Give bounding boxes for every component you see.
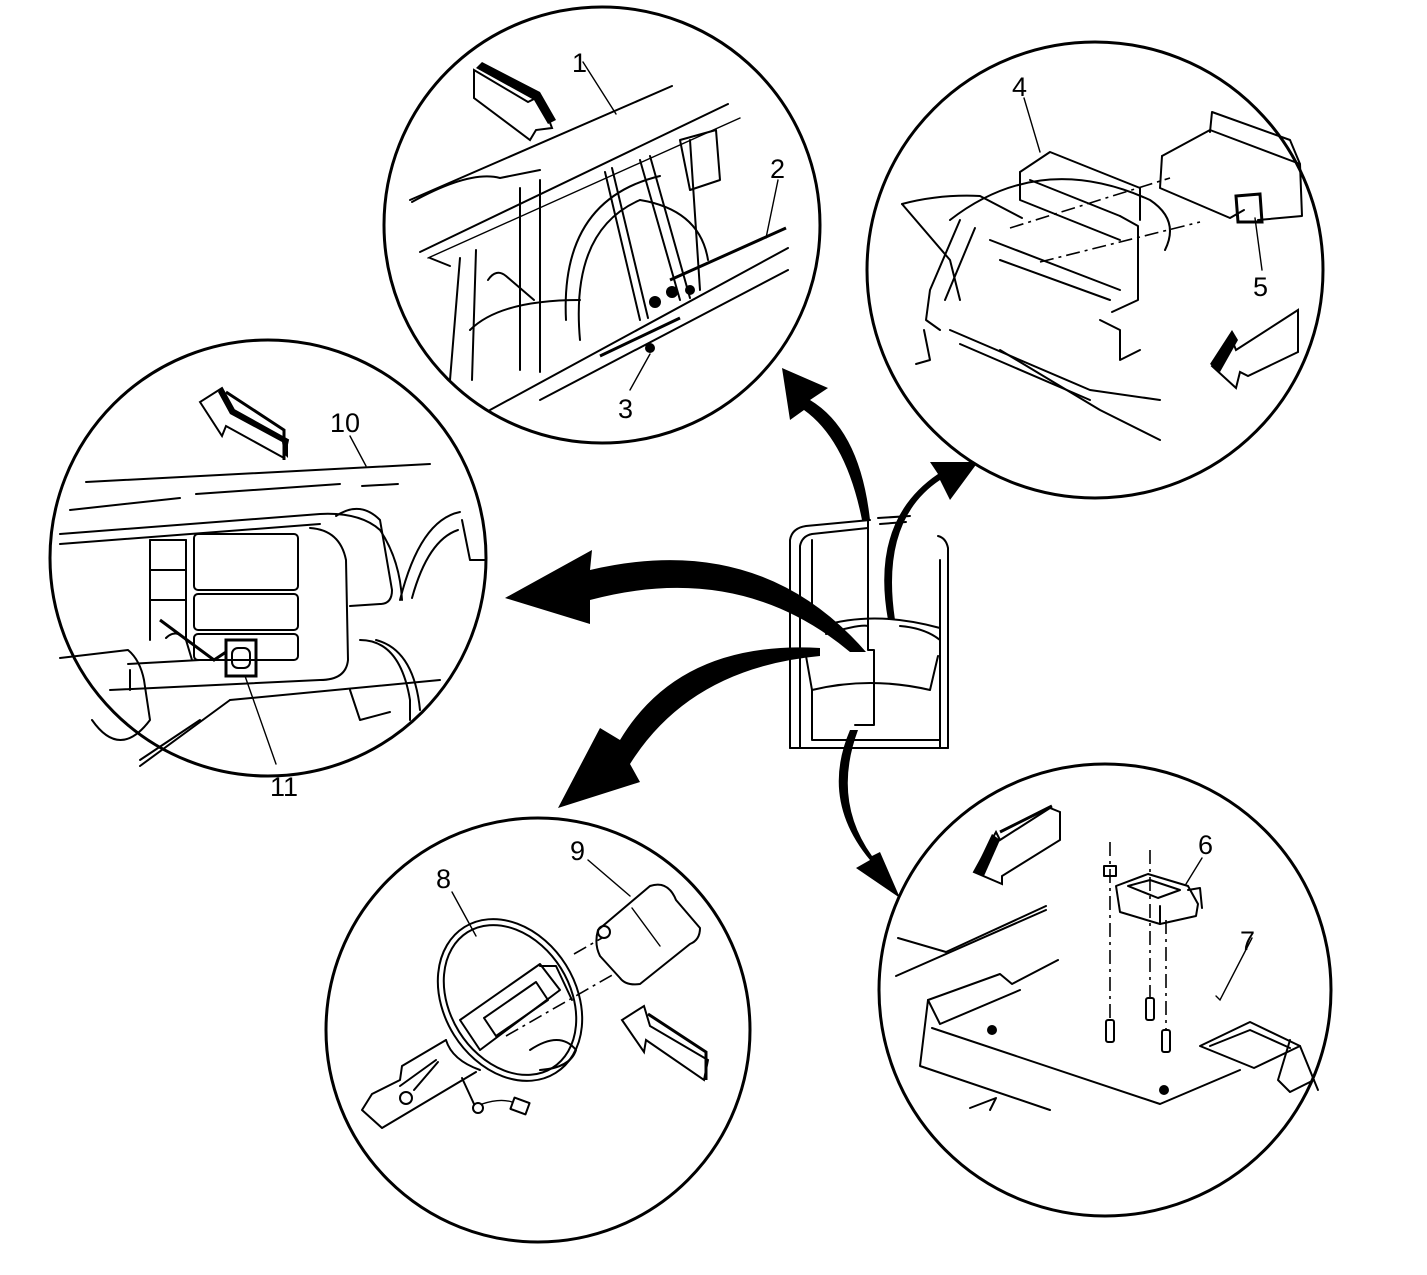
forward-direction-arrow-icon <box>972 806 1061 886</box>
callout-10: 10 <box>330 408 360 438</box>
callout-3: 3 <box>618 394 633 424</box>
callout-6: 6 <box>1198 830 1213 860</box>
callout-7: 7 <box>1240 926 1255 956</box>
callout-5: 5 <box>1253 272 1268 302</box>
vehicle-outline <box>789 515 949 749</box>
callout-4: 4 <box>1012 72 1027 102</box>
callout-1: 1 <box>572 48 587 78</box>
callout-11: 11 <box>270 772 298 802</box>
arrow-to-top-right-view <box>884 462 978 620</box>
arrow-to-left-view <box>505 550 866 652</box>
callout-9: 9 <box>570 836 585 866</box>
arrow-to-top-view <box>782 368 870 520</box>
view-bottom-right-sensing-module: 6 7 <box>877 762 1333 1218</box>
view-bottom-steering-wheel: 8 9 <box>324 816 752 1244</box>
view-top-right-passenger-airbag: 4 5 <box>865 40 1325 500</box>
view-top-front-grille: 1 2 3 <box>382 5 822 445</box>
pointer-arrows <box>505 368 978 898</box>
forward-direction-arrow-icon <box>473 68 554 142</box>
arrow-to-bottom-right-view <box>838 730 900 898</box>
view-left-instrument-panel: 10 11 <box>48 338 488 802</box>
callout-2: 2 <box>770 154 785 184</box>
arrow-to-bottom-center-view <box>558 647 820 808</box>
callout-8: 8 <box>436 864 451 894</box>
forward-direction-arrow-icon <box>1210 308 1299 390</box>
